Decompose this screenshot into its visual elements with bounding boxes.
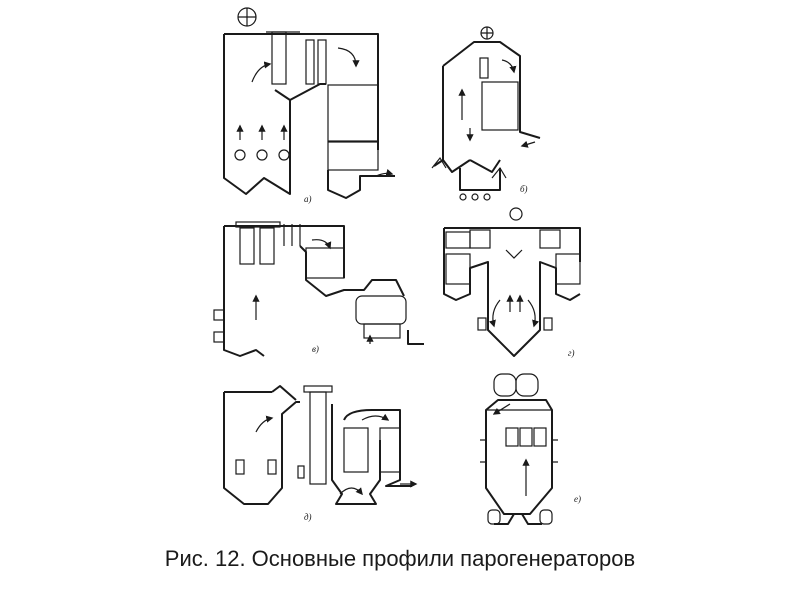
convective-heater — [505, 427, 519, 447]
profile-label-b: б) — [520, 184, 528, 194]
profile-a: а) — [223, 7, 395, 204]
profile-label-d: д) — [304, 512, 312, 522]
drum-icon — [509, 207, 523, 221]
convective-heater — [481, 81, 519, 131]
burner-icon — [278, 149, 290, 161]
convective-heater — [327, 84, 379, 142]
profile-d: д) — [223, 385, 418, 522]
left-convective-heater — [445, 253, 471, 285]
right-convective-heater — [555, 253, 581, 285]
convective-heater — [305, 247, 345, 279]
profile-v: в) — [213, 221, 424, 357]
regenerative-air-heater — [355, 295, 407, 325]
profile-b: б) — [431, 26, 541, 201]
profile-e: е) — [480, 373, 581, 525]
screen-duct — [309, 391, 327, 485]
profile-label-v: в) — [312, 344, 319, 354]
economizer — [327, 141, 379, 171]
convective-heater — [343, 427, 369, 473]
profile-g: г) — [443, 207, 581, 358]
screen-tubes — [271, 31, 287, 85]
profile-label-a: а) — [304, 194, 312, 204]
profile-label-e: е) — [574, 494, 581, 504]
figure-caption: Рис. 12. Основные профили парогенераторо… — [164, 546, 636, 571]
burner-icon — [256, 149, 268, 161]
profile-label-g: г) — [568, 348, 575, 358]
burner-icon — [234, 149, 246, 161]
